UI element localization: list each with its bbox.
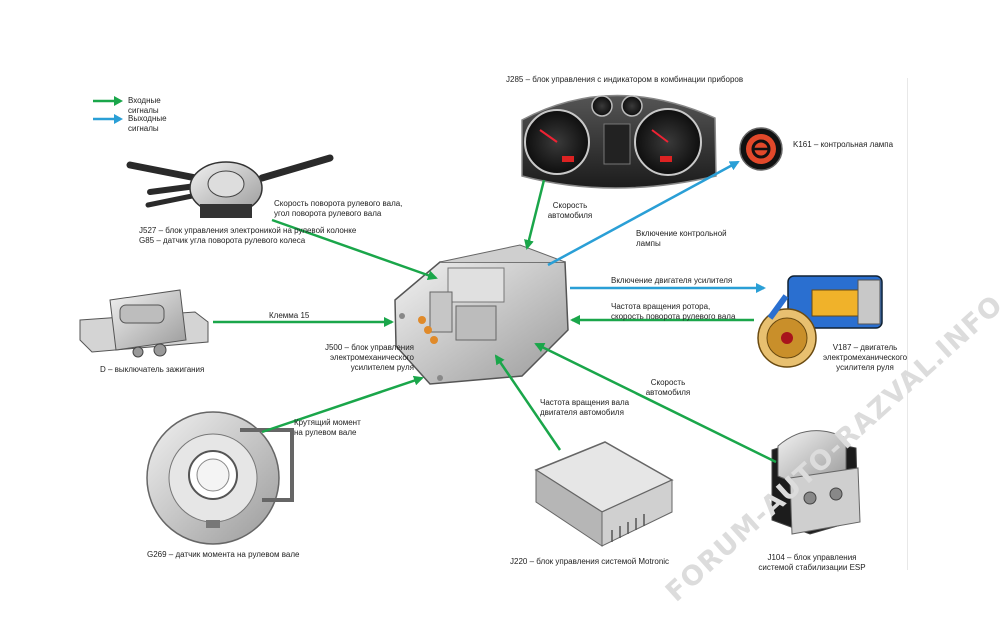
label-j500-line1: J500 – блок управления: [324, 343, 414, 352]
legend-output-arrow-icon: [93, 114, 123, 124]
legend-input-arrow-icon: [93, 96, 123, 106]
motronic-j220-image: [534, 441, 674, 547]
legend-output-label: Выходные сигналы: [128, 114, 167, 133]
torque-sensor-image: [146, 411, 294, 545]
label-motor-on: Включение двигателя усилителя: [611, 276, 733, 285]
label-rotor-speed: Частота вращения ротора, скорость поворо…: [611, 302, 735, 322]
arrow-speed-cluster: [524, 179, 546, 250]
label-torque: Крутящий момент на рулевом вале: [294, 418, 361, 438]
label-j527-line2: G85 – датчик угла поворота рулевого коле…: [139, 236, 306, 245]
ignition-switch-image: [79, 289, 209, 358]
label-j104-line1: J104 – блок управления: [767, 553, 857, 562]
label-lamp-on: Включение контрольной лампы: [636, 229, 727, 249]
arrow-engine-rpm: [494, 354, 562, 451]
esp-j104-image: [771, 430, 861, 535]
label-v187-line1: V187 – двигатель: [832, 343, 898, 352]
label-engine-rpm-line2: двигателя автомобиля: [540, 408, 624, 417]
label-j500: J500 – блок управления электромеханическ…: [310, 343, 414, 373]
label-lamp-on-line2: лампы: [636, 239, 661, 248]
label-vehicle-speed-top-line1: Скорость: [552, 201, 588, 210]
label-v187-line2: электромеханического: [822, 353, 908, 362]
control-unit-j500-image: [394, 244, 569, 385]
label-rotor-speed-line2: скорость поворота рулевого вала: [611, 312, 736, 321]
label-j220: J220 – блок управления системой Motronic: [510, 557, 670, 566]
label-g269: G269 – датчик момента на рулевом вале: [147, 550, 300, 559]
label-vehicle-speed-esp-line1: Скорость: [650, 378, 686, 387]
label-vehicle-speed-top: Скорость автомобиля: [540, 201, 600, 221]
label-torque-line1: Крутящий момент: [294, 418, 361, 427]
arrow-speed-esp: [534, 342, 777, 464]
warning-lamp-image: [739, 127, 783, 171]
legend-input-label: Входные сигналы: [128, 96, 161, 115]
page-frame-line: [907, 78, 908, 570]
arrow-lamp-on: [547, 160, 740, 267]
label-steer-speed: Скорость поворота рулевого вала, угол по…: [274, 199, 402, 219]
steering-column-switch-image: [126, 154, 334, 218]
motor-v187-image: [757, 275, 883, 368]
label-j104: J104 – блок управления системой стабилиз…: [752, 553, 872, 573]
label-j500-line3: усилителем руля: [350, 363, 414, 372]
instrument-cluster-image: [521, 94, 717, 189]
arrow-steer-angle: [271, 218, 438, 281]
label-v187-line3: усилителя руля: [836, 363, 894, 372]
label-j527-line1: J527 – блок управления электроникой на р…: [139, 226, 357, 235]
label-engine-rpm-line1: Частота вращения вала: [540, 398, 630, 407]
label-terminal15: Клемма 15: [269, 311, 310, 320]
label-j104-line2: системой стабилизации ESP: [758, 563, 866, 572]
label-engine-rpm: Частота вращения вала двигателя автомоби…: [540, 398, 629, 418]
label-vehicle-speed-esp-line2: автомобиля: [645, 388, 691, 397]
label-steer-speed-line2: угол поворота рулевого вала: [274, 209, 382, 218]
label-lamp-on-line1: Включение контрольной: [636, 229, 727, 238]
arrow-torque: [261, 375, 424, 434]
label-torque-line2: на рулевом вале: [294, 428, 357, 437]
label-ignition: D – выключатель зажигания: [100, 365, 205, 374]
label-j527: J527 – блок управления электроникой на р…: [139, 226, 356, 246]
label-rotor-speed-line1: Частота вращения ротора,: [611, 302, 711, 311]
label-j285: J285 – блок управления с индикатором в к…: [506, 75, 744, 84]
label-vehicle-speed-esp: Скорость автомобиля: [638, 378, 698, 398]
label-v187: V187 – двигатель электромеханического ус…: [815, 343, 915, 373]
label-k161: K161 – контрольная лампа: [793, 140, 894, 149]
label-vehicle-speed-top-line2: автомобиля: [547, 211, 593, 220]
label-steer-speed-line1: Скорость поворота рулевого вала,: [274, 199, 403, 208]
label-j500-line2: электромеханического: [329, 353, 414, 362]
